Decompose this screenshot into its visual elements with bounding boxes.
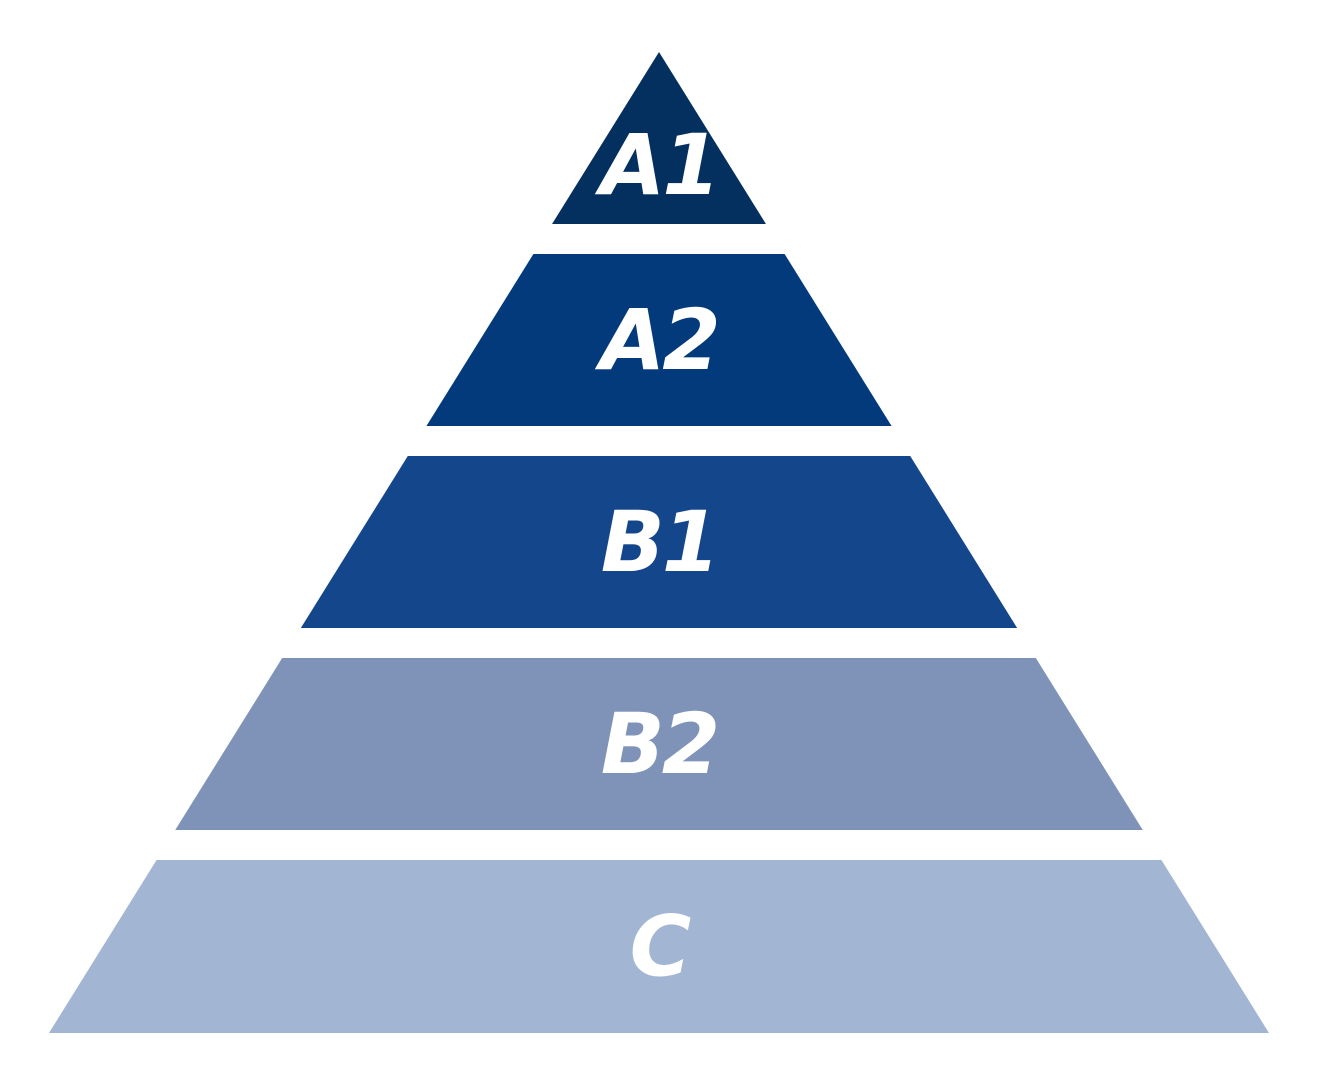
tier-shape xyxy=(300,456,1018,628)
pyramid-tier-c: C xyxy=(49,860,1269,1033)
pyramid-tier-b2: B2 xyxy=(175,658,1143,830)
tier-shape xyxy=(552,52,766,224)
tier-label: B1 xyxy=(601,493,717,591)
tier-label: A1 xyxy=(594,116,717,214)
pyramid-tier-b1: B1 xyxy=(300,456,1018,628)
pyramid-tier-a2: A2 xyxy=(426,254,892,426)
pyramid-tier-a1: A1 xyxy=(552,52,766,224)
tier-label: B2 xyxy=(601,695,717,793)
tier-shape xyxy=(49,860,1269,1033)
tier-shape xyxy=(426,254,892,426)
tier-label: A2 xyxy=(594,291,717,389)
tier-label: C xyxy=(630,898,691,996)
tier-shape xyxy=(175,658,1143,830)
